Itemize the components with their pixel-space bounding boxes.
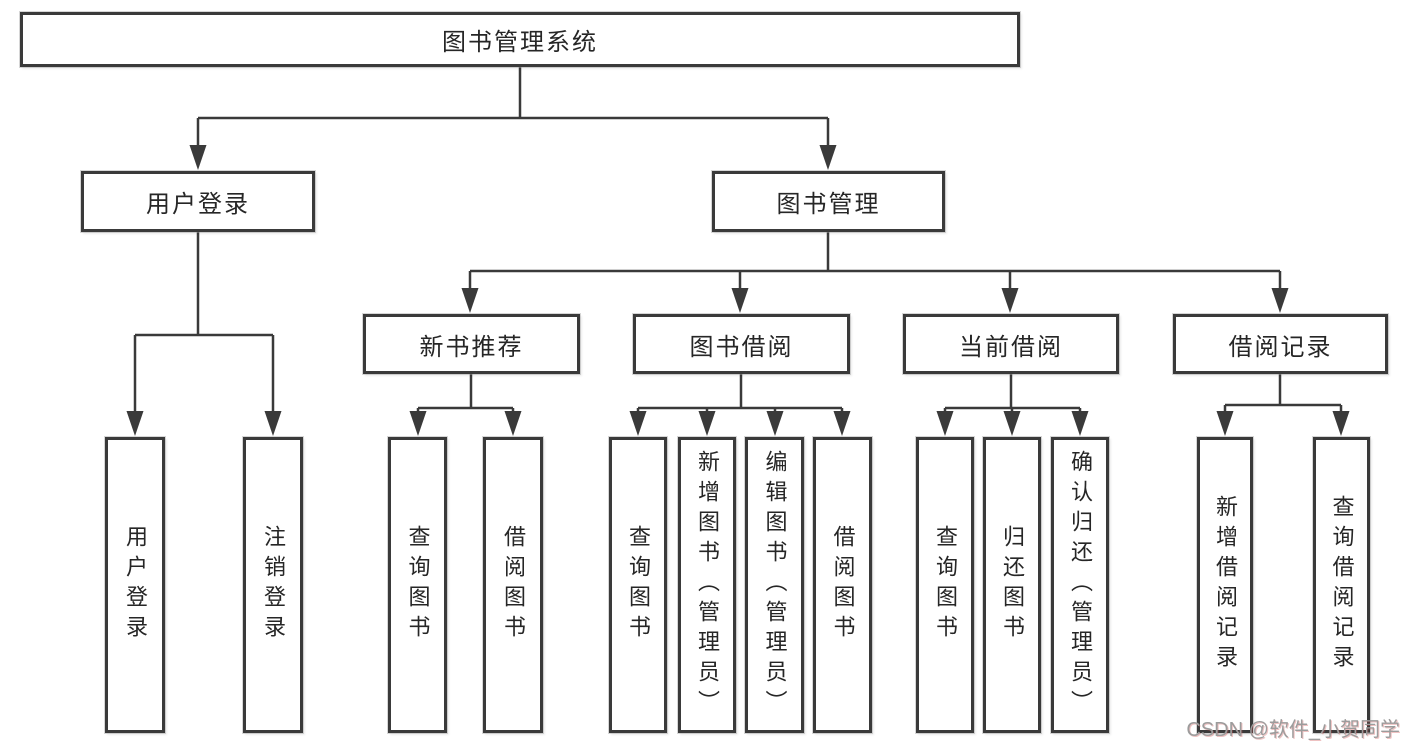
node-user-login: 用户登录 <box>81 171 315 232</box>
node-book-borrow: 图书借阅 <box>633 314 850 374</box>
leaf-return-books: 归还图书 <box>983 437 1041 733</box>
leaf-edit-books-admin: 编辑图书（管理员） <box>745 437 804 733</box>
leaf-add-books-admin-label: 新增图书（管理员） <box>695 450 720 720</box>
node-book-management: 图书管理 <box>712 171 945 232</box>
node-current-borrow: 当前借阅 <box>903 314 1119 374</box>
leaf-current-query-books: 查询图书 <box>916 437 974 733</box>
node-root-label: 图书管理系统 <box>442 29 598 56</box>
node-borrow-records: 借阅记录 <box>1173 314 1388 374</box>
leaf-borrow-books-label: 借阅图书 <box>830 525 856 645</box>
leaf-return-books-label: 归还图书 <box>1000 525 1025 645</box>
leaf-add-borrow-record-label: 新增借阅记录 <box>1213 495 1238 675</box>
leaf-add-books-admin: 新增图书（管理员） <box>678 437 736 733</box>
leaf-borrow-books: 借阅图书 <box>813 437 872 733</box>
node-root-system: 图书管理系统 <box>20 12 1020 67</box>
leaf-recommend-borrow-books-label: 借阅图书 <box>501 525 526 645</box>
leaf-query-borrow-record-label: 查询借阅记录 <box>1329 495 1355 675</box>
node-current-borrow-label: 当前借阅 <box>959 333 1063 361</box>
leaf-logout-label: 注销登录 <box>261 525 286 645</box>
csdn-watermark: CSDN @软件_小贺同学 <box>1186 719 1400 741</box>
node-new-book-recommend: 新书推荐 <box>363 314 580 374</box>
leaf-user-login-label: 用户登录 <box>123 525 148 645</box>
node-new-book-recommend-label: 新书推荐 <box>419 333 524 361</box>
node-user-login-label: 用户登录 <box>146 191 250 218</box>
leaf-confirm-return-admin: 确认归还（管理员） <box>1051 437 1109 733</box>
leaf-logout: 注销登录 <box>243 437 303 733</box>
node-borrow-records-label: 借阅记录 <box>1228 333 1333 361</box>
leaf-recommend-query-books-label: 查询图书 <box>405 525 431 645</box>
leaf-edit-books-admin-label: 编辑图书（管理员） <box>762 450 788 720</box>
leaf-user-login: 用户登录 <box>105 437 165 733</box>
leaf-add-borrow-record: 新增借阅记录 <box>1197 437 1253 733</box>
leaf-recommend-borrow-books: 借阅图书 <box>483 437 543 733</box>
leaf-borrow-query-books: 查询图书 <box>609 437 667 733</box>
node-book-borrow-label: 图书借阅 <box>689 333 794 361</box>
leaf-current-query-books-label: 查询图书 <box>933 525 958 645</box>
leaf-borrow-query-books-label: 查询图书 <box>626 525 651 645</box>
leaf-query-borrow-record: 查询借阅记录 <box>1313 437 1370 733</box>
node-book-management-label: 图书管理 <box>776 191 881 218</box>
leaf-confirm-return-admin-label: 确认归还（管理员） <box>1068 450 1093 720</box>
leaf-recommend-query-books: 查询图书 <box>388 437 447 733</box>
